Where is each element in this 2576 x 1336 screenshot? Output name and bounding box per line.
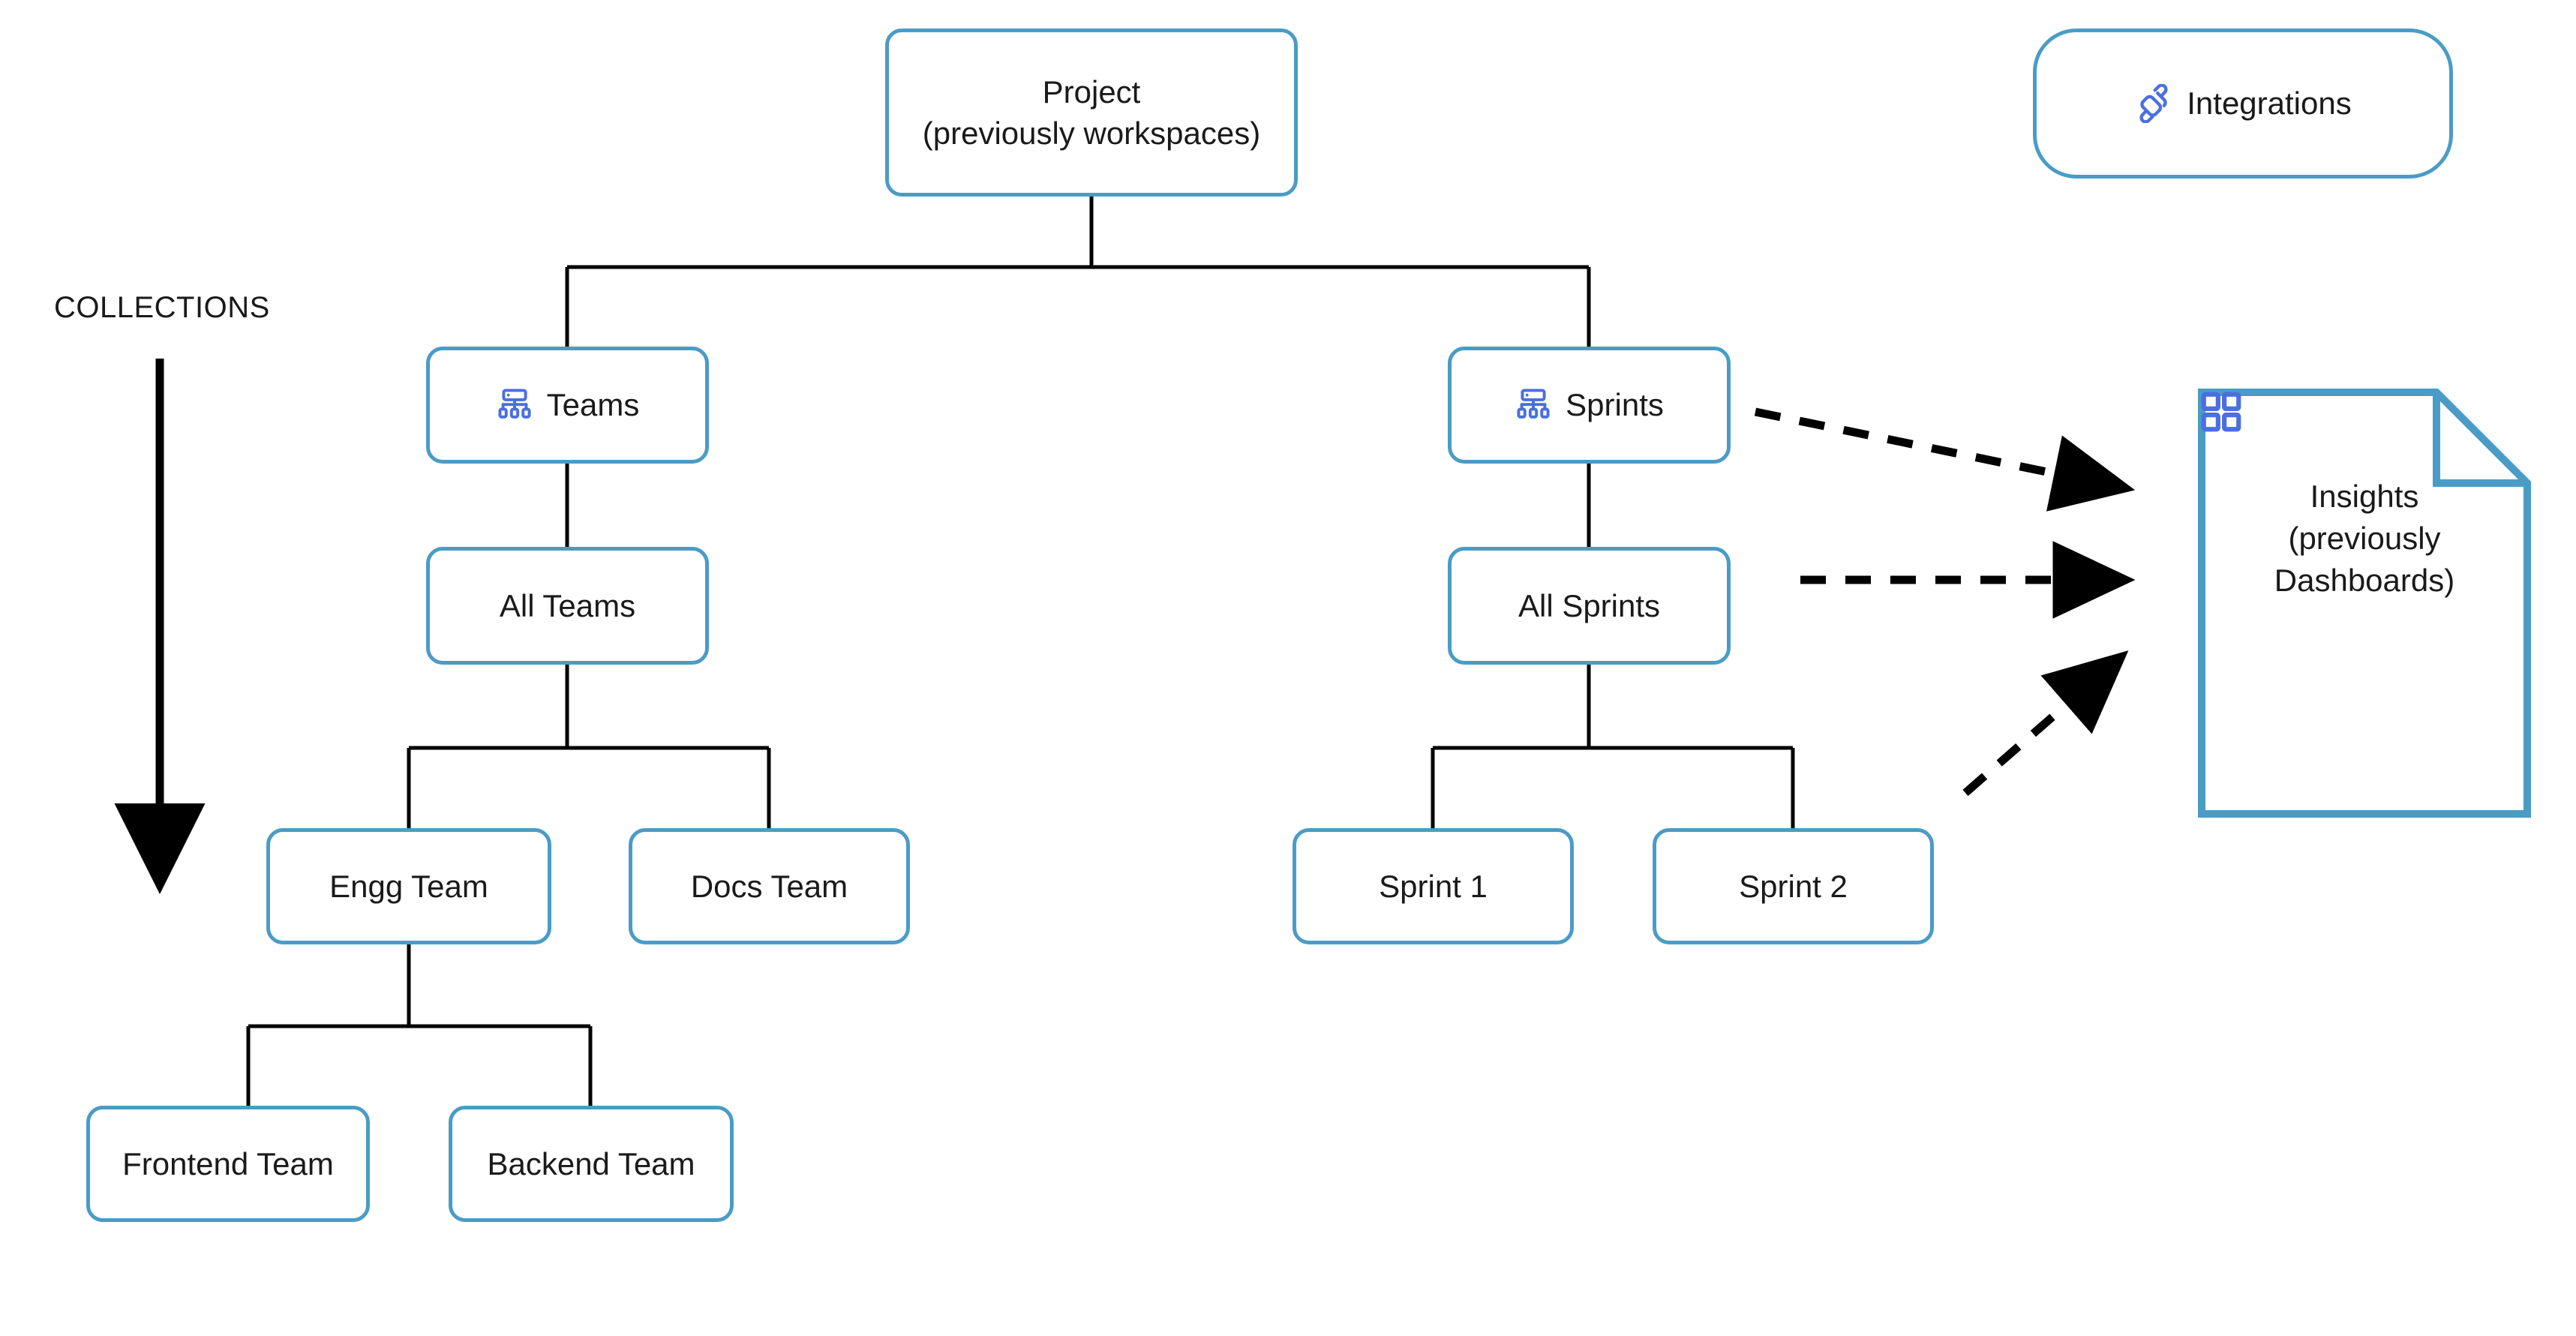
node-docs-team-label: Docs Team	[690, 868, 848, 904]
node-sprint-2[interactable]: Sprint 2	[1653, 828, 1934, 944]
node-insights[interactable]: Insights (previously Dashboards)	[2198, 389, 2531, 818]
node-sprint-1[interactable]: Sprint 1	[1293, 828, 1574, 944]
node-sprints[interactable]: Sprints	[1448, 347, 1731, 464]
node-integrations-label: Integrations	[2187, 86, 2352, 122]
node-sprint-1-label: Sprint 1	[1379, 868, 1488, 904]
node-teams-label: Teams	[546, 387, 640, 423]
node-integrations[interactable]: Integrations	[2033, 29, 2453, 179]
node-frontend-team[interactable]: Frontend Team	[86, 1106, 370, 1222]
hierarchy-icon	[496, 386, 533, 424]
node-all-sprints[interactable]: All Sprints	[1448, 547, 1731, 665]
plug-connector-icon	[2134, 83, 2173, 124]
node-frontend-team-label: Frontend Team	[122, 1145, 334, 1181]
node-all-teams[interactable]: All Teams	[426, 547, 709, 665]
node-sprints-label: Sprints	[1566, 387, 1664, 423]
collections-label: COLLECTIONS	[54, 291, 270, 324]
node-backend-team-label: Backend Team	[487, 1145, 695, 1181]
node-engg-team[interactable]: Engg Team	[266, 828, 551, 944]
node-project[interactable]: Project (previously workspaces)	[885, 29, 1298, 197]
document-shape	[2198, 389, 2531, 818]
node-sprint-2-label: Sprint 2	[1739, 868, 1848, 904]
edge-sprints-insights	[1754, 407, 2136, 512]
node-backend-team[interactable]: Backend Team	[449, 1106, 734, 1222]
node-insights-label: Insights (previously Dashboards)	[2274, 479, 2455, 598]
node-project-label: Project (previously workspaces)	[922, 74, 1261, 151]
node-docs-team[interactable]: Docs Team	[629, 828, 910, 944]
edge-sprint2-insights	[1962, 650, 2129, 797]
node-engg-team-label: Engg Team	[329, 868, 488, 904]
node-all-sprints-label: All Sprints	[1518, 587, 1661, 623]
node-all-teams-label: All Teams	[499, 587, 636, 623]
hierarchy-icon	[1515, 386, 1552, 424]
node-teams[interactable]: Teams	[426, 347, 709, 464]
